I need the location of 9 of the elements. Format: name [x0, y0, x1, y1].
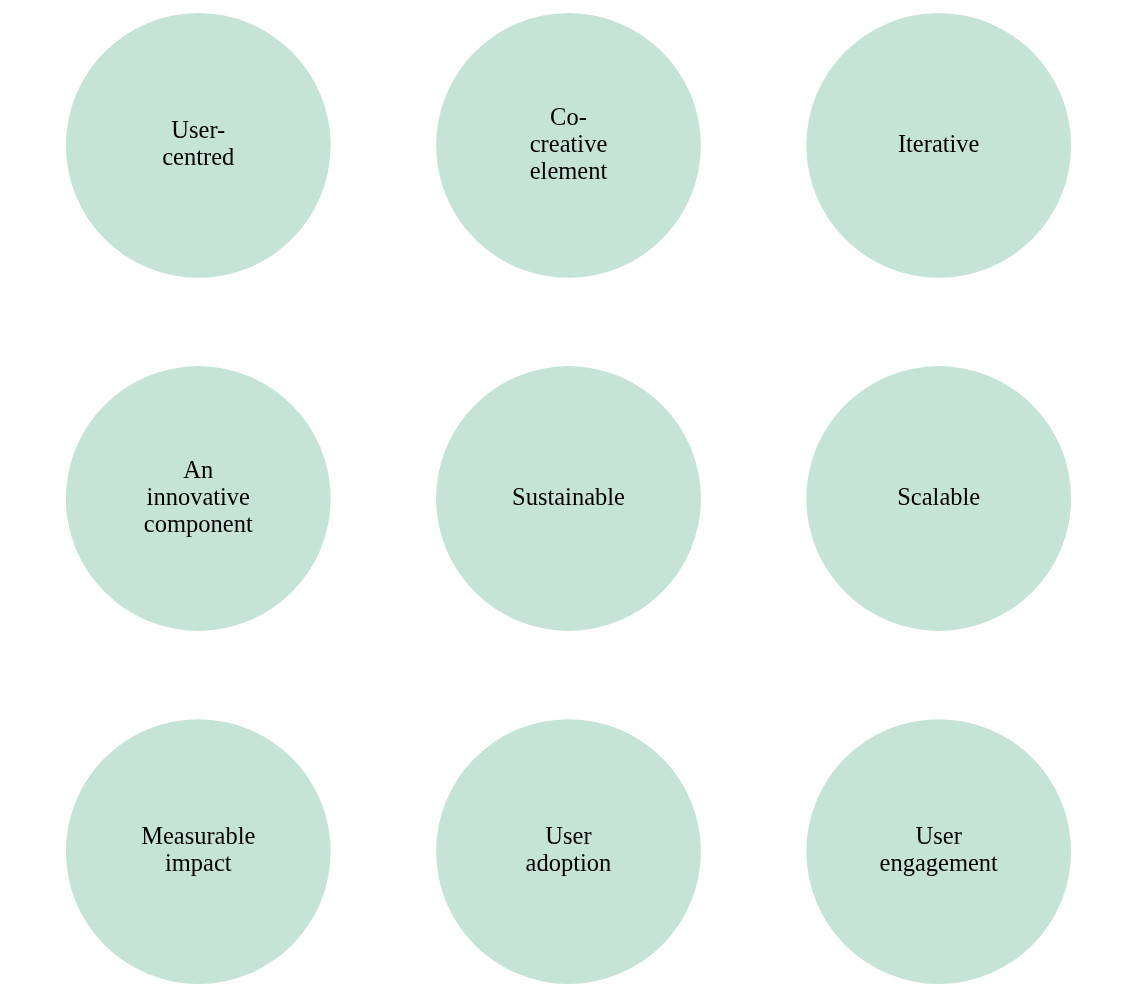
node-circle: Sustainable — [436, 366, 701, 631]
node-circle: Co- creative element — [436, 13, 701, 278]
node-circle: An innovative component — [65, 366, 331, 631]
node-circle: User- centred — [65, 13, 331, 278]
node-circle: Scalable — [806, 366, 1072, 631]
node-circle: User adoption — [436, 719, 701, 984]
node-circle: Measurable impact — [65, 719, 331, 984]
node-circle: User engagement — [806, 719, 1072, 984]
node-circle: Iterative — [806, 13, 1072, 278]
